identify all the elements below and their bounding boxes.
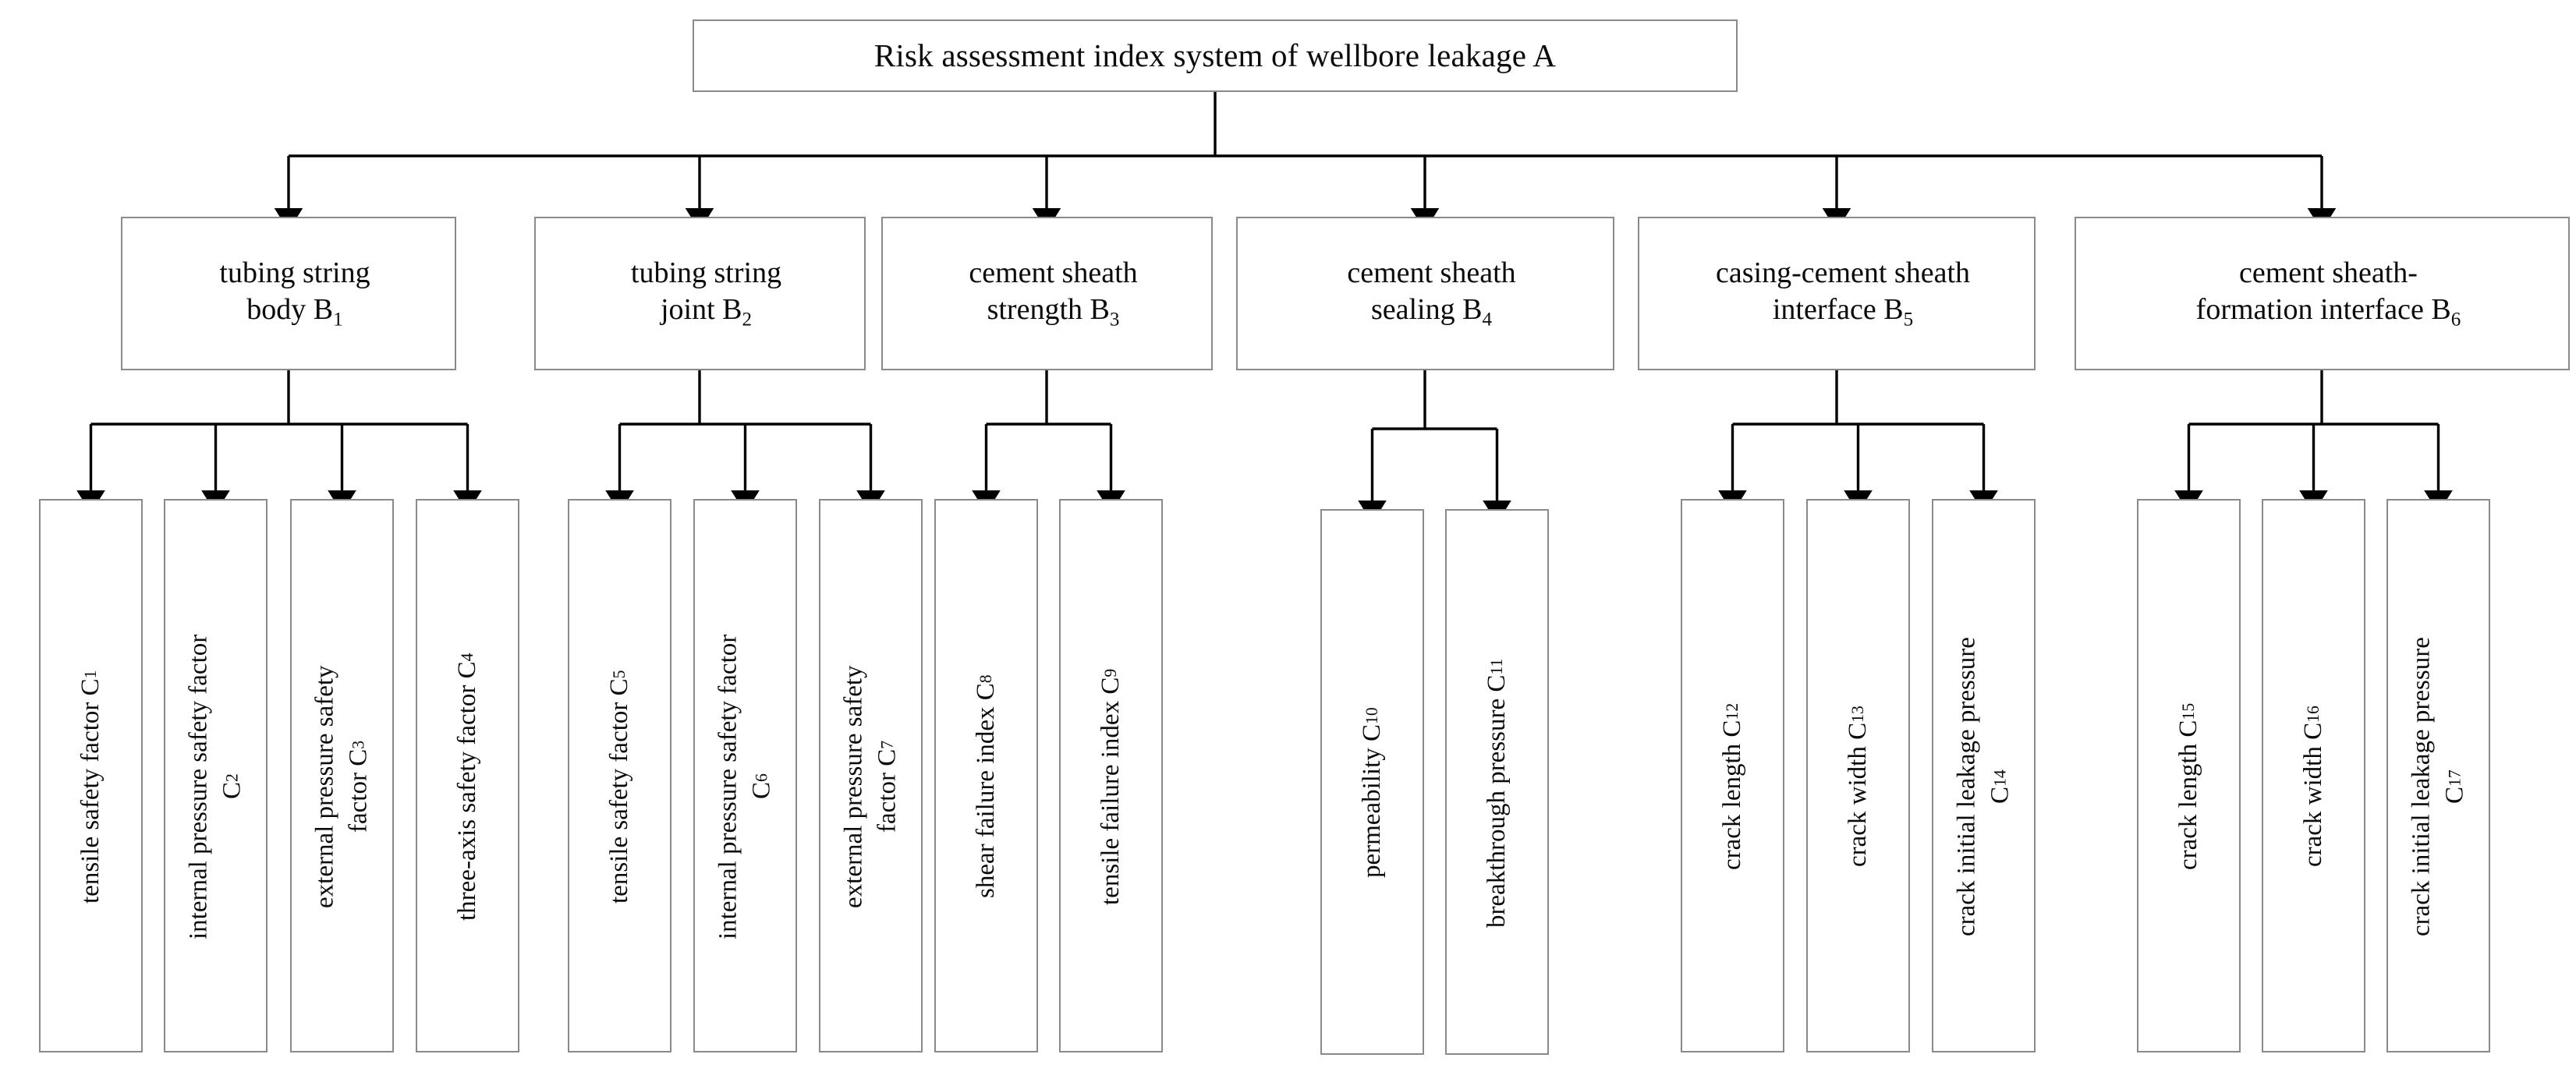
indicator-node-c10[interactable]: permeability C10: [1320, 509, 1424, 1055]
indicator-node-c8-label: shear failure index C8: [972, 674, 1001, 899]
indicator-node-c15-label: crack length C15: [2174, 702, 2203, 871]
indicator-node-c13-label: crack width C13: [1844, 706, 1873, 868]
indicator-node-c4[interactable]: three-axis safety factor C4: [416, 499, 519, 1052]
indicator-node-c1[interactable]: tensile safety factor C1: [39, 499, 143, 1052]
criteria-node-b6[interactable]: cement sheath-formation interface B6: [2075, 217, 2570, 370]
indicator-node-c13[interactable]: crack width C13: [1806, 499, 1910, 1052]
indicator-node-c5-label: tensile safety factor C5: [605, 670, 634, 904]
indicator-node-c9[interactable]: tensile failure index C9: [1059, 499, 1163, 1052]
indicator-node-c4-label: three-axis safety factor C4: [453, 653, 482, 921]
indicator-node-c11-label: breakthrough pressure C11: [1483, 658, 1511, 928]
indicator-node-c10-label: permeability C10: [1358, 707, 1387, 879]
indicator-node-c12-label: crack length C12: [1718, 702, 1747, 871]
indicator-node-c12[interactable]: crack length C12: [1681, 499, 1784, 1052]
indicator-node-c1-label: tensile safety factor C1: [76, 670, 105, 904]
indicator-node-c16[interactable]: crack width C16: [2262, 499, 2365, 1052]
indicator-node-c15[interactable]: crack length C15: [2137, 499, 2241, 1052]
indicator-node-c9-label: tensile failure index C9: [1097, 668, 1125, 905]
indicator-node-c16-label: crack width C16: [2299, 706, 2328, 868]
root-node-a[interactable]: Risk assessment index system of wellbore…: [693, 19, 1738, 92]
indicator-node-c5[interactable]: tensile safety factor C5: [568, 499, 671, 1052]
indicator-node-c11[interactable]: breakthrough pressure C11: [1445, 509, 1549, 1055]
indicator-node-c8[interactable]: shear failure index C8: [934, 499, 1038, 1052]
root-node-a-label: Risk assessment index system of wellbore…: [873, 37, 1557, 74]
criteria-node-b6-label: cement sheath-formation interface B6: [2195, 256, 2461, 331]
